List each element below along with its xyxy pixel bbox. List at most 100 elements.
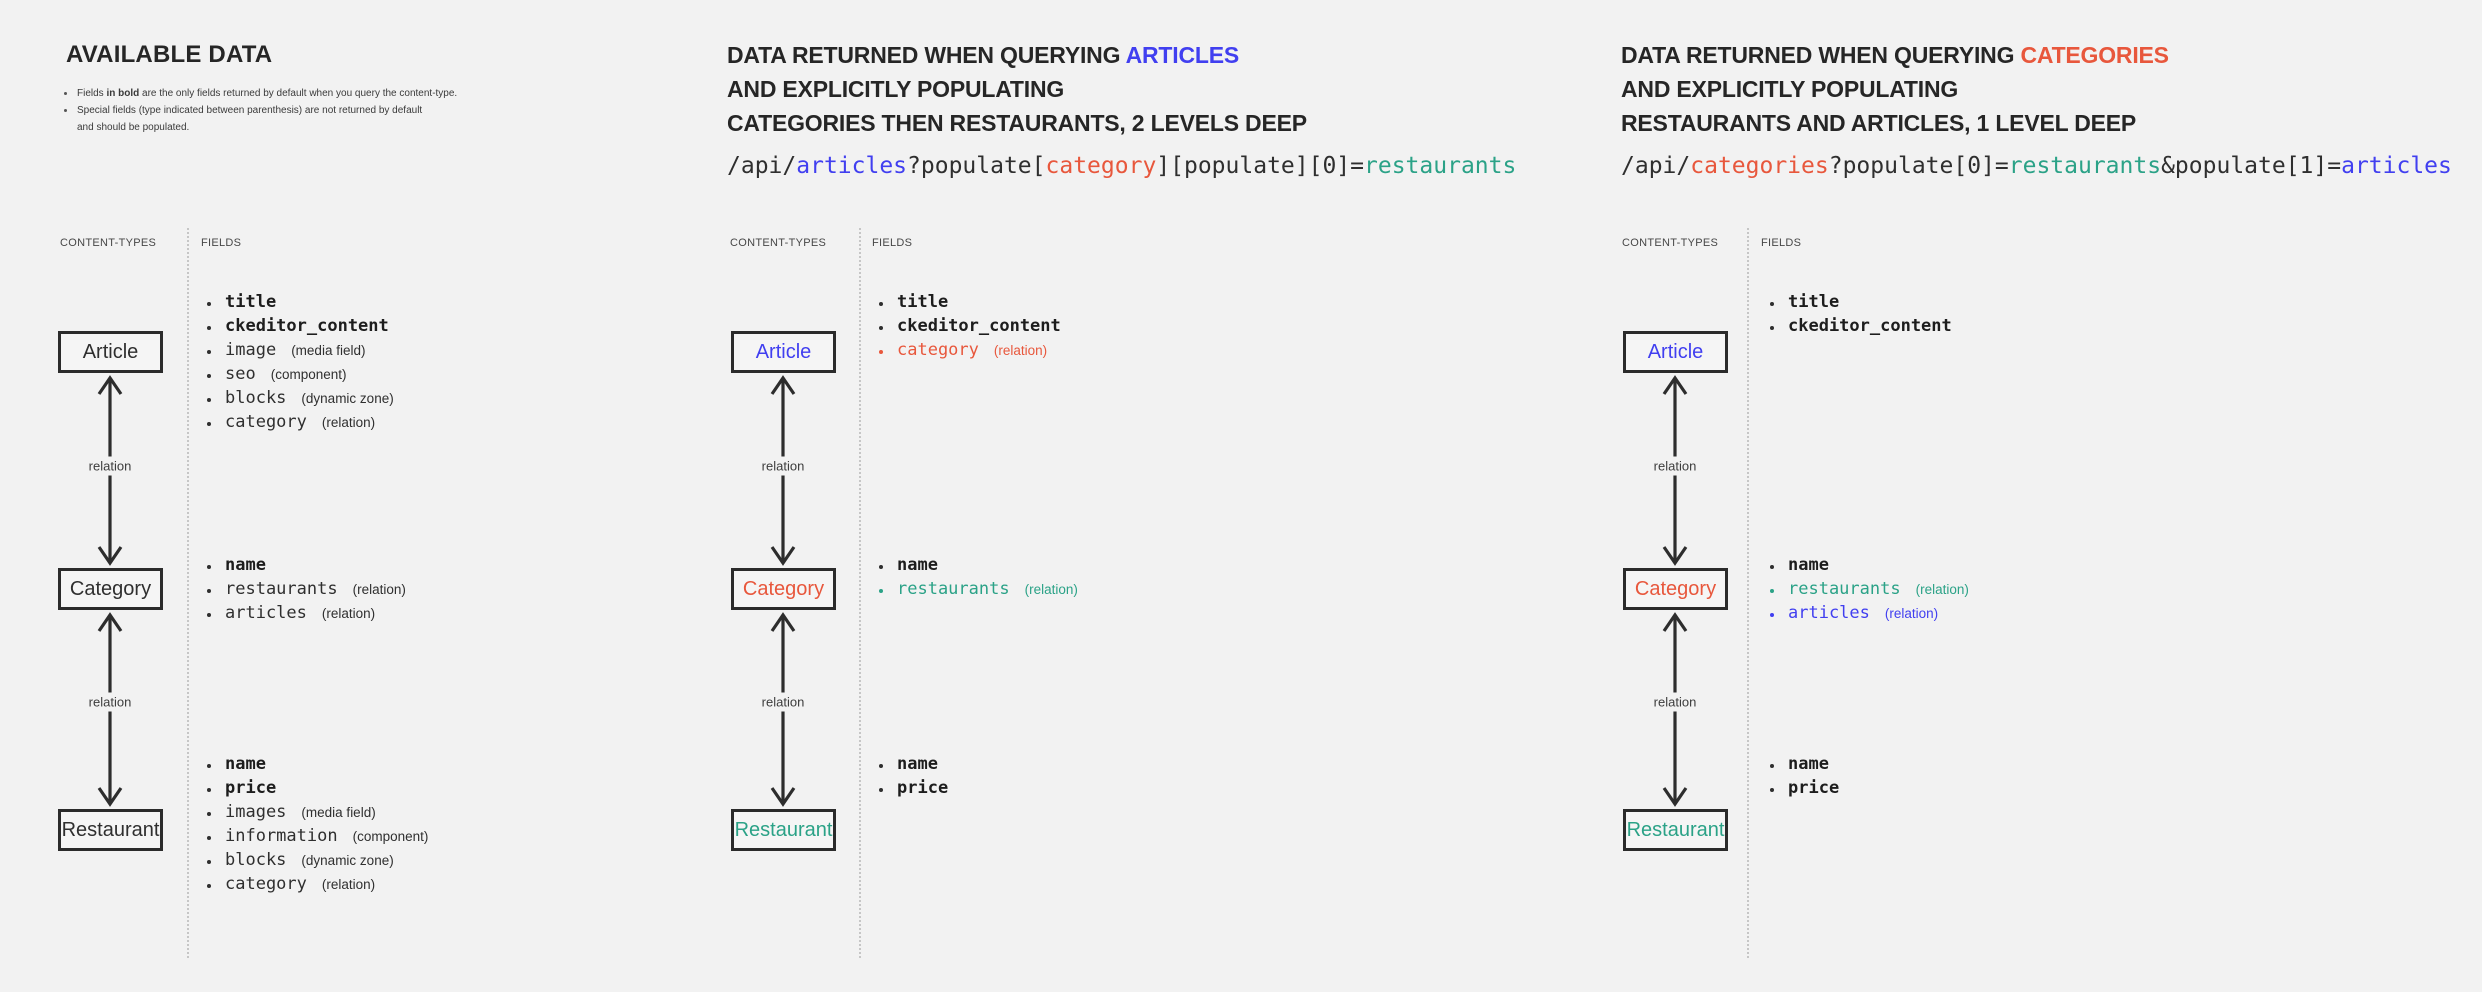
field-item: category(relation): [205, 412, 394, 436]
heading-line: AND EXPLICITLY POPULATING: [727, 76, 1065, 102]
field-item: ckeditor_content: [1768, 316, 1952, 340]
legend-note: Special fields (type indicated between p…: [62, 102, 457, 136]
field-name: name: [225, 754, 266, 774]
bullet-icon: [207, 589, 211, 593]
field-item: seo (component): [205, 364, 394, 388]
page-title: AVAILABLE DATA: [66, 41, 273, 68]
bullet-icon: [1770, 565, 1774, 569]
content-type-label: Category: [1634, 578, 1717, 600]
field-type: (relation): [321, 606, 376, 621]
bullet-icon: [207, 884, 211, 888]
api-url-segment: ?populate[0]=: [1828, 153, 2009, 179]
content-type-box-article: Article: [1623, 331, 1728, 373]
field-item: title: [205, 292, 394, 316]
arrowhead-down-icon: [97, 787, 123, 807]
arrowhead-down-icon: [770, 546, 796, 566]
field-name: category: [897, 340, 979, 360]
field-name: name: [897, 754, 938, 774]
field-type: (relation): [352, 582, 406, 597]
field-type: (media field): [291, 343, 366, 358]
content-type-label: Category: [742, 578, 825, 600]
legend-notes: Fields in bold are the only fields retur…: [62, 85, 457, 136]
fields-list-category: name restaurants(relation) articles(rela…: [1768, 555, 1969, 627]
fields-list-restaurant: name price: [877, 754, 948, 802]
arrowhead-up-icon: [770, 375, 796, 395]
content-type-box-category: Category: [1623, 568, 1728, 610]
bullet-icon: [207, 613, 211, 617]
content-type-label: Restaurant: [61, 819, 160, 841]
api-url-segment: articles: [796, 153, 908, 179]
legend-note: Fields in bold are the only fields retur…: [62, 85, 457, 102]
api-url: /api/articles?populate[category][populat…: [727, 152, 1516, 180]
field-item: title: [1768, 292, 1952, 316]
bullet-icon: [879, 764, 883, 768]
dotted-divider: [859, 228, 861, 958]
field-name: seo: [225, 364, 256, 384]
field-name: restaurants: [897, 579, 1010, 599]
field-item: information(component): [205, 826, 428, 850]
bullet-icon: [1770, 788, 1774, 792]
field-item: name: [1768, 754, 1839, 778]
heading-line: AND EXPLICITLY POPULATING: [1621, 76, 1959, 102]
bullet-icon: [879, 565, 883, 569]
content-type-label: Article: [1647, 341, 1704, 363]
content-type-box-restaurant: Restaurant: [58, 809, 163, 851]
bullet-icon: [64, 109, 67, 112]
api-url-segment: &populate[1]=: [2161, 153, 2342, 179]
field-name: information: [225, 826, 338, 846]
relation-label: relation: [755, 456, 811, 476]
fields-list-restaurant: name price images(media field) informati…: [205, 754, 428, 898]
relation-label: relation: [755, 692, 811, 712]
heading-line: DATA RETURNED WHEN QUERYING CATEGORIES: [1621, 38, 2169, 72]
api-url-segment: ?populate[: [907, 153, 1046, 179]
field-name: price: [225, 778, 277, 798]
arrowhead-down-icon: [770, 787, 796, 807]
bullet-icon: [879, 589, 883, 593]
field-name: title: [1788, 292, 1840, 312]
field-item: name: [205, 555, 406, 579]
field-item: price: [1768, 778, 1839, 802]
heading-line: RESTAURANTS AND ARTICLES, 1 LEVEL DEEP: [1621, 110, 2137, 136]
field-name: articles: [225, 603, 307, 623]
field-name: category: [225, 874, 307, 894]
field-name: price: [1788, 778, 1840, 798]
bullet-icon: [1770, 589, 1774, 593]
field-type: (relation): [1915, 582, 1969, 597]
note-segment: Special fields (type indicated between p…: [77, 105, 423, 116]
bullet-icon: [207, 422, 211, 426]
content-type-box-category: Category: [58, 568, 163, 610]
bullet-icon: [1770, 764, 1774, 768]
fields-list-article: title ckeditor_content image(media field…: [205, 292, 394, 436]
bullet-icon: [207, 398, 211, 402]
fields-list-category: name restaurants(relation) articles (rela…: [205, 555, 406, 627]
field-name: name: [225, 555, 266, 575]
note-text: Fields in bold are the only fields retur…: [77, 85, 457, 102]
field-name: ckeditor_content: [225, 316, 389, 336]
field-name: price: [897, 778, 949, 798]
field-name: name: [1788, 555, 1829, 575]
field-name: title: [225, 292, 277, 312]
bullet-icon: [207, 374, 211, 378]
field-type: (relation): [1024, 582, 1078, 597]
field-type: (component): [270, 367, 347, 382]
field-type: (relation): [993, 343, 1048, 358]
field-name: name: [1788, 754, 1829, 774]
field-name: ckeditor_content: [1788, 316, 1952, 336]
content-type-box-restaurant: Restaurant: [1623, 809, 1728, 851]
field-item: restaurants(relation): [205, 579, 406, 603]
column-label-fields: FIELDS: [1761, 237, 1802, 249]
api-url-segment: /api/: [727, 153, 797, 179]
field-item: images(media field): [205, 802, 428, 826]
column-label-fields: FIELDS: [872, 237, 913, 249]
field-type: (relation): [321, 415, 376, 430]
field-type: (dynamic zone): [301, 853, 394, 868]
heading-highlight: CATEGORIES: [2020, 42, 2169, 68]
fields-list-article: title ckeditor_content category(relation…: [877, 292, 1061, 364]
api-url-segment: ][populate][0]=: [1156, 153, 1365, 179]
column-label-content-types: CONTENT-TYPES: [1622, 237, 1719, 249]
field-item: ckeditor_content: [205, 316, 394, 340]
field-item: restaurants(relation): [1768, 579, 1969, 603]
api-url-segment: /api/: [1621, 153, 1691, 179]
arrowhead-down-icon: [97, 546, 123, 566]
field-name: ckeditor_content: [897, 316, 1061, 336]
